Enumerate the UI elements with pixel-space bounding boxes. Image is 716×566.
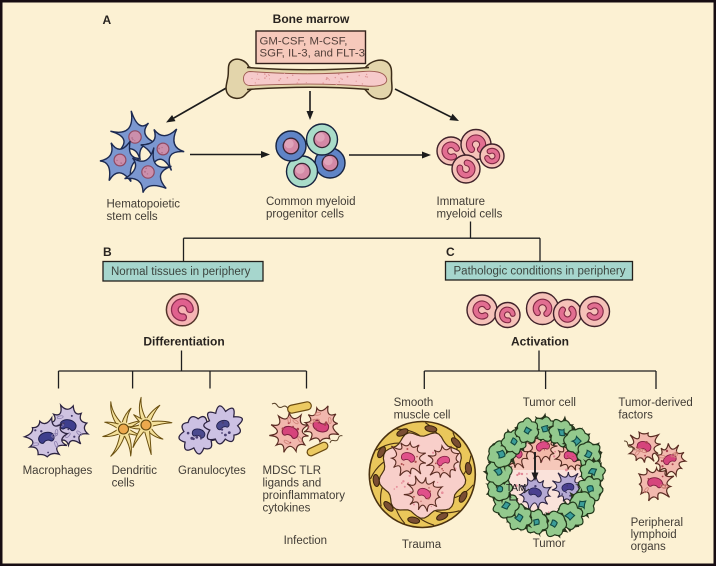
svg-text:cytokines: cytokines [263, 503, 311, 515]
svg-text:Tumor cell: Tumor cell [523, 397, 576, 409]
svg-text:A: A [103, 13, 112, 27]
svg-text:ligands and: ligands and [263, 478, 322, 490]
svg-text:Tumor-derived: Tumor-derived [618, 397, 692, 409]
svg-text:cells: cells [112, 478, 135, 490]
svg-text:proinflammatory: proinflammatory [263, 490, 346, 502]
svg-text:Hematopoietic: Hematopoietic [107, 199, 181, 211]
svg-text:myeloid cells: myeloid cells [437, 209, 503, 221]
svg-text:Activation: Activation [511, 335, 569, 349]
svg-text:C: C [446, 245, 455, 259]
svg-text:Smooth: Smooth [394, 397, 434, 409]
svg-text:Dendritic: Dendritic [112, 465, 158, 477]
svg-text:B: B [103, 245, 112, 259]
svg-text:Common myeloid: Common myeloid [266, 196, 355, 208]
svg-text:Tumor: Tumor [533, 538, 566, 550]
svg-text:organs: organs [631, 541, 666, 553]
svg-text:muscle cell: muscle cell [394, 410, 451, 422]
svg-text:Bone marrow: Bone marrow [273, 12, 350, 26]
svg-text:Pathologic conditions in perip: Pathologic conditions in periphery [454, 266, 626, 278]
svg-text:stem cells: stem cells [107, 211, 158, 223]
svg-text:Macrophages: Macrophages [23, 465, 93, 477]
svg-text:Granulocytes: Granulocytes [178, 465, 246, 477]
svg-text:SGF, IL-3, and FLT-3: SGF, IL-3, and FLT-3 [260, 48, 366, 60]
svg-text:Trauma: Trauma [402, 539, 442, 551]
svg-text:progenitor cells: progenitor cells [266, 209, 344, 221]
svg-text:Differentiation: Differentiation [143, 335, 224, 349]
svg-text:Immature: Immature [437, 196, 486, 208]
svg-text:TAM: TAM [506, 483, 526, 494]
svg-text:Peripheral: Peripheral [631, 517, 683, 529]
svg-text:lymphoid: lymphoid [631, 529, 677, 541]
svg-text:Infection: Infection [284, 535, 327, 547]
svg-text:Normal tissues in periphery: Normal tissues in periphery [111, 266, 251, 278]
svg-text:factors: factors [618, 410, 653, 422]
svg-text:GM-CSF, M-CSF,: GM-CSF, M-CSF, [260, 36, 348, 48]
svg-text:MDSC TLR: MDSC TLR [263, 465, 322, 477]
